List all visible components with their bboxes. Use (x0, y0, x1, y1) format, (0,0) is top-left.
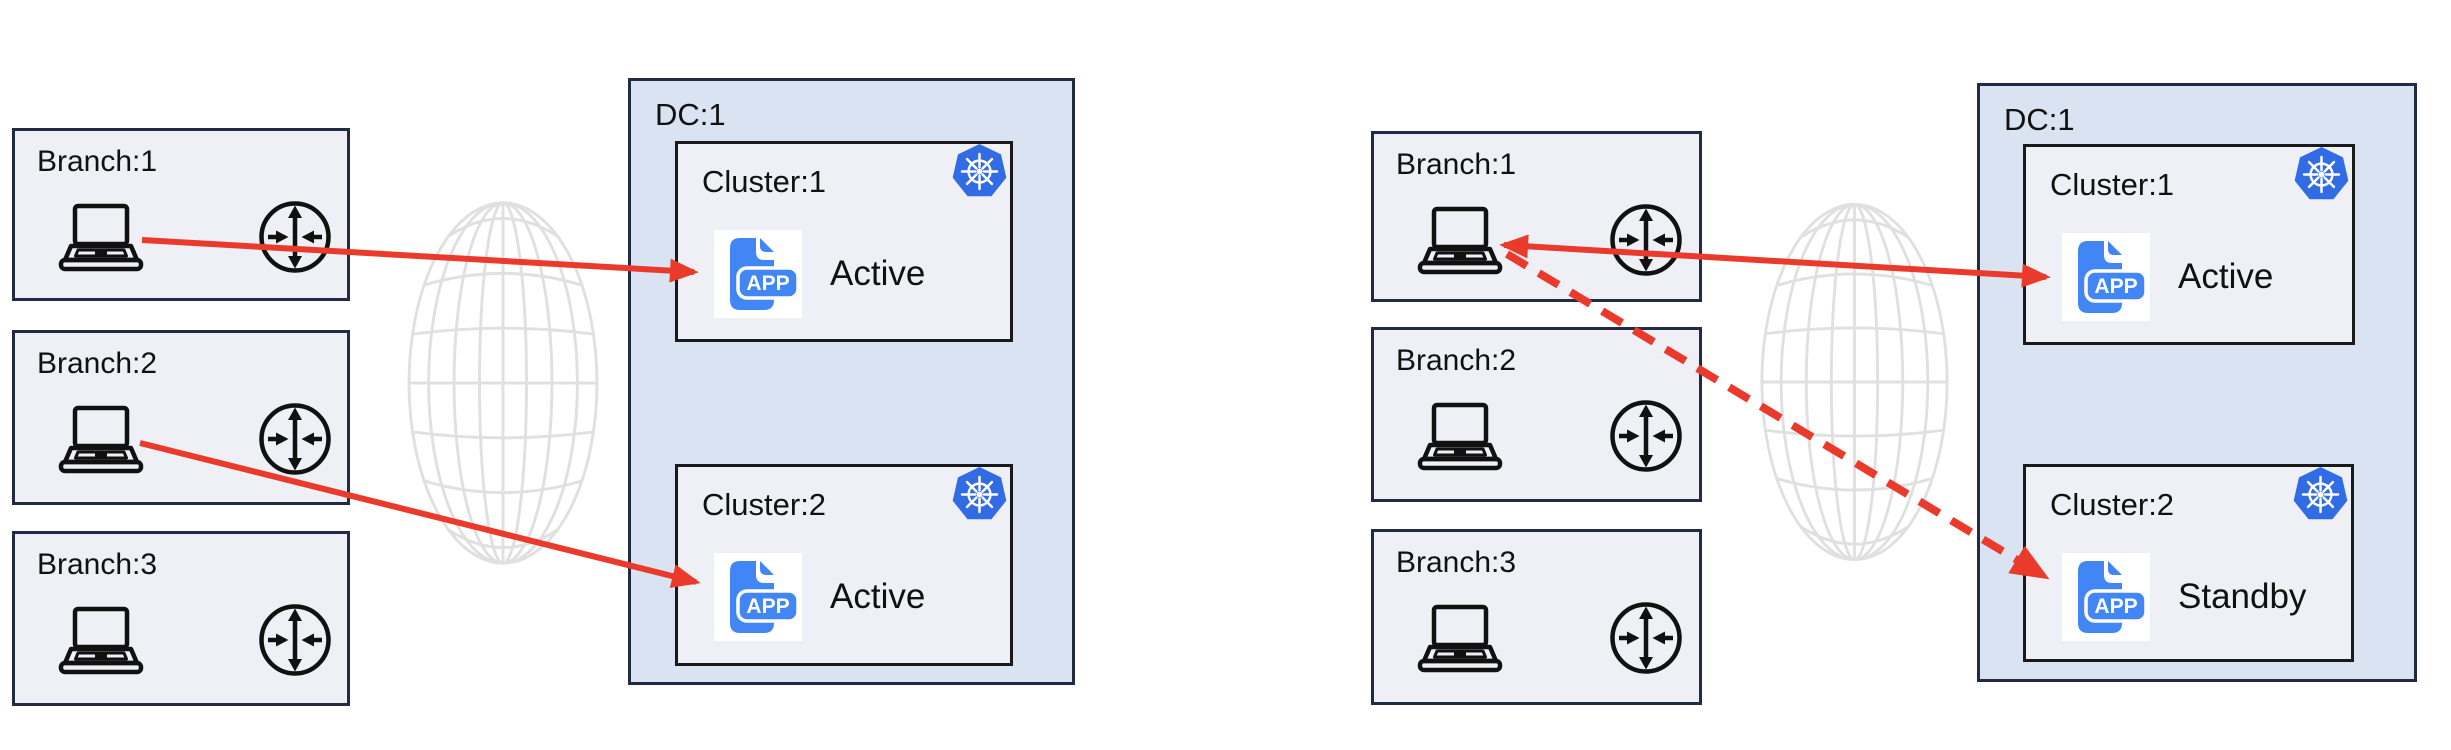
laptop-icon (57, 606, 145, 680)
cluster-box-2: Cluster:2 APP Active (675, 464, 1013, 666)
branch-label: Branch:1 (37, 145, 158, 178)
cluster-status: Active (830, 577, 926, 616)
cluster-status: Active (830, 254, 926, 293)
kubernetes-icon (2293, 147, 2350, 201)
branch-box-3: Branch:3 (1371, 529, 1702, 705)
cluster-box-1: Cluster:1 APP Active (2023, 144, 2355, 345)
app-file-icon: APP (714, 553, 802, 641)
app-badge-text: APP (2094, 275, 2137, 298)
branch-label: Branch:3 (1396, 546, 1517, 579)
app-file-icon: APP (2062, 553, 2150, 641)
dc-label: DC:1 (2004, 102, 2075, 137)
router-icon (257, 602, 333, 678)
branch-box-2: Branch:2 (12, 330, 350, 505)
router-icon (1608, 398, 1684, 474)
kubernetes-icon (2292, 467, 2349, 521)
kubernetes-icon (951, 144, 1008, 198)
cluster-label: Cluster:2 (2050, 487, 2175, 522)
branch-label: Branch:1 (1396, 148, 1517, 181)
laptop-icon (1416, 402, 1504, 476)
router-icon (1608, 202, 1684, 278)
cluster-label: Cluster:1 (2050, 167, 2175, 202)
cluster-box-2: Cluster:2 APP Standby (2023, 464, 2354, 662)
cluster-status: Standby (2178, 577, 2307, 616)
branch-label: Branch:2 (1396, 344, 1517, 377)
internet-globe-icon (407, 201, 599, 565)
internet-globe-icon (1760, 202, 1949, 562)
kubernetes-icon (951, 467, 1008, 521)
app-file-icon: APP (714, 230, 802, 318)
app-badge-text: APP (746, 272, 789, 295)
dc-label: DC:1 (655, 97, 726, 132)
router-icon (257, 199, 333, 275)
dc-box: DC:1 Cluster:1 APP Active Cluster:2 (1977, 83, 2417, 682)
app-badge-text: APP (2094, 595, 2137, 618)
branch-box-3: Branch:3 (12, 531, 350, 706)
branch-label: Branch:3 (37, 548, 158, 581)
branch-box-1: Branch:1 (12, 128, 350, 301)
laptop-icon (1416, 604, 1504, 678)
laptop-icon (57, 203, 145, 277)
branch-box-2: Branch:2 (1371, 327, 1702, 502)
router-icon (1608, 600, 1684, 676)
app-file-icon: APP (2062, 233, 2150, 321)
cluster-label: Cluster:2 (702, 487, 827, 522)
cluster-status: Active (2178, 257, 2274, 296)
laptop-icon (57, 405, 145, 479)
branch-box-1: Branch:1 (1371, 131, 1702, 302)
dc-box: DC:1 Cluster:1 APP Active Cluster:2 (628, 78, 1075, 685)
router-icon (257, 401, 333, 477)
laptop-icon (1416, 206, 1504, 280)
branch-label: Branch:2 (37, 347, 158, 380)
cluster-label: Cluster:1 (702, 164, 827, 199)
app-badge-text: APP (746, 595, 789, 618)
cluster-box-1: Cluster:1 APP Active (675, 141, 1013, 342)
